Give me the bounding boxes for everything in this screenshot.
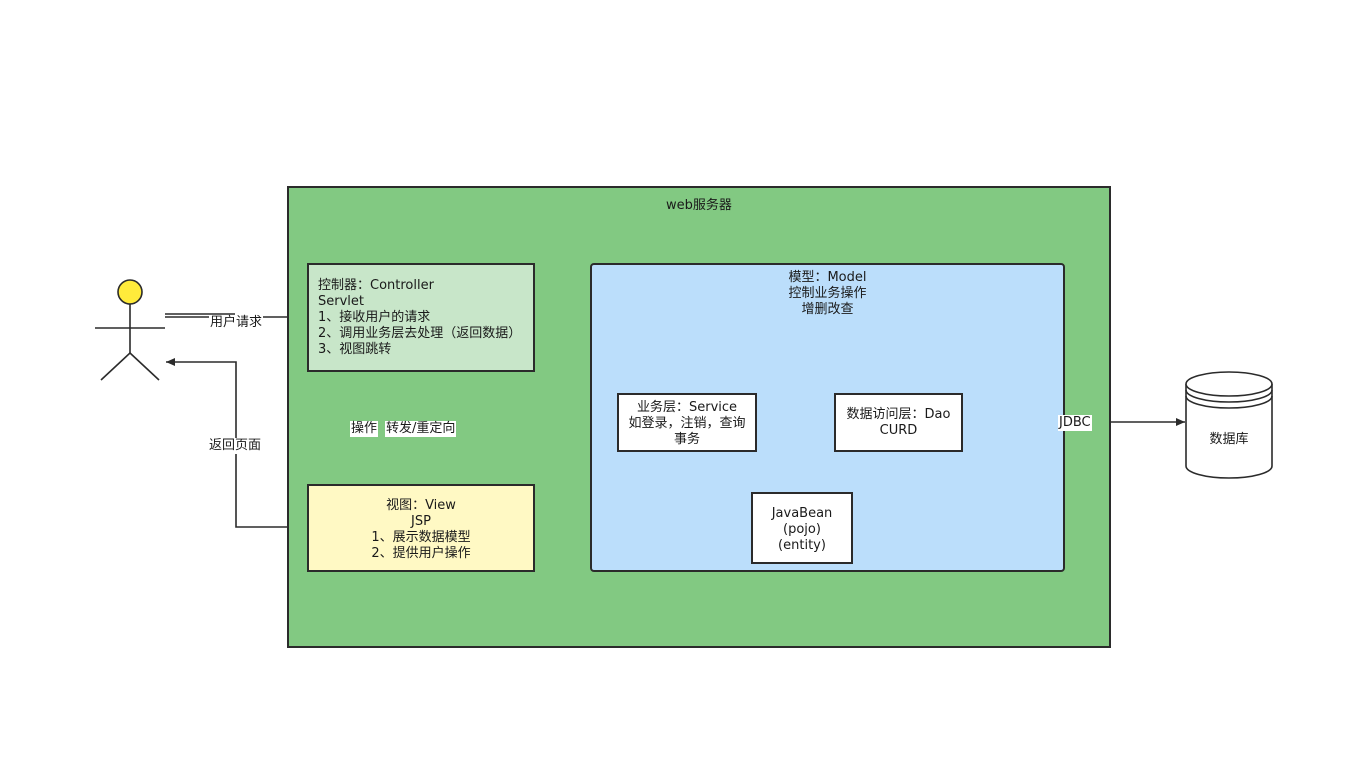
controller-item-3: 3、视图跳转 (318, 342, 392, 357)
model-title: 模型：Model (788, 270, 867, 285)
controller-item-1: 1、接收用户的请求 (318, 310, 431, 325)
view-item-1: 1、展示数据模型 (371, 530, 471, 545)
javabean-box: JavaBean (pojo) (entity) (751, 492, 853, 564)
view-item-2: 2、提供用户操作 (371, 546, 471, 561)
database-cylinder-body (1185, 384, 1273, 479)
controller-title: 控制器：Controller (318, 278, 434, 293)
service-title: 业务层：Service (636, 400, 738, 415)
dao-title: 数据访问层：Dao (846, 407, 951, 422)
view-jsp: JSP (411, 514, 431, 529)
service-transaction: 事务 (673, 432, 700, 447)
service-desc: 如登录，注销，查询 (628, 416, 746, 431)
javabean-pojo: (pojo) (783, 522, 821, 537)
database-label: 数据库 (1209, 432, 1249, 447)
user-left-leg-line (100, 352, 131, 381)
edge-label-return-page: 返回页面 (208, 438, 263, 454)
dao-box: 数据访问层：Dao CURD (834, 393, 963, 452)
database-ring-1 (1185, 389, 1273, 403)
edge-label-operate: 操作 (350, 421, 379, 437)
view-box: 视图：View JSP 1、展示数据模型 2、提供用户操作 (307, 484, 535, 572)
controller-servlet: Servlet (318, 294, 364, 309)
controller-item-2: 2、调用业务层去处理（返回数据） (318, 326, 522, 341)
database-cylinder-top (1185, 371, 1273, 397)
controller-box: 控制器：Controller Servlet 1、接收用户的请求 2、调用业务层… (307, 263, 535, 372)
edge-label-forward-redirect: 转发/重定向 (385, 421, 457, 437)
model-desc: 控制业务操作 (788, 286, 867, 301)
edge-label-user-request: 用户请求 (209, 315, 264, 331)
dao-crud: CURD (879, 423, 918, 438)
model-crud: 增删改查 (801, 302, 854, 317)
database-ring-2 (1185, 395, 1273, 409)
javabean-title: JavaBean (771, 506, 833, 521)
javabean-entity: (entity) (778, 538, 826, 553)
model-label: 模型：Model 控制业务操作 增删改查 (740, 270, 915, 318)
user-head-icon (117, 279, 143, 305)
user-right-leg-line (129, 352, 160, 381)
service-box: 业务层：Service 如登录，注销，查询 事务 (617, 393, 757, 452)
edge-label-jdbc: JDBC (1058, 415, 1092, 431)
view-title: 视图：View (386, 498, 456, 513)
web-server-title: web服务器 (666, 198, 732, 213)
